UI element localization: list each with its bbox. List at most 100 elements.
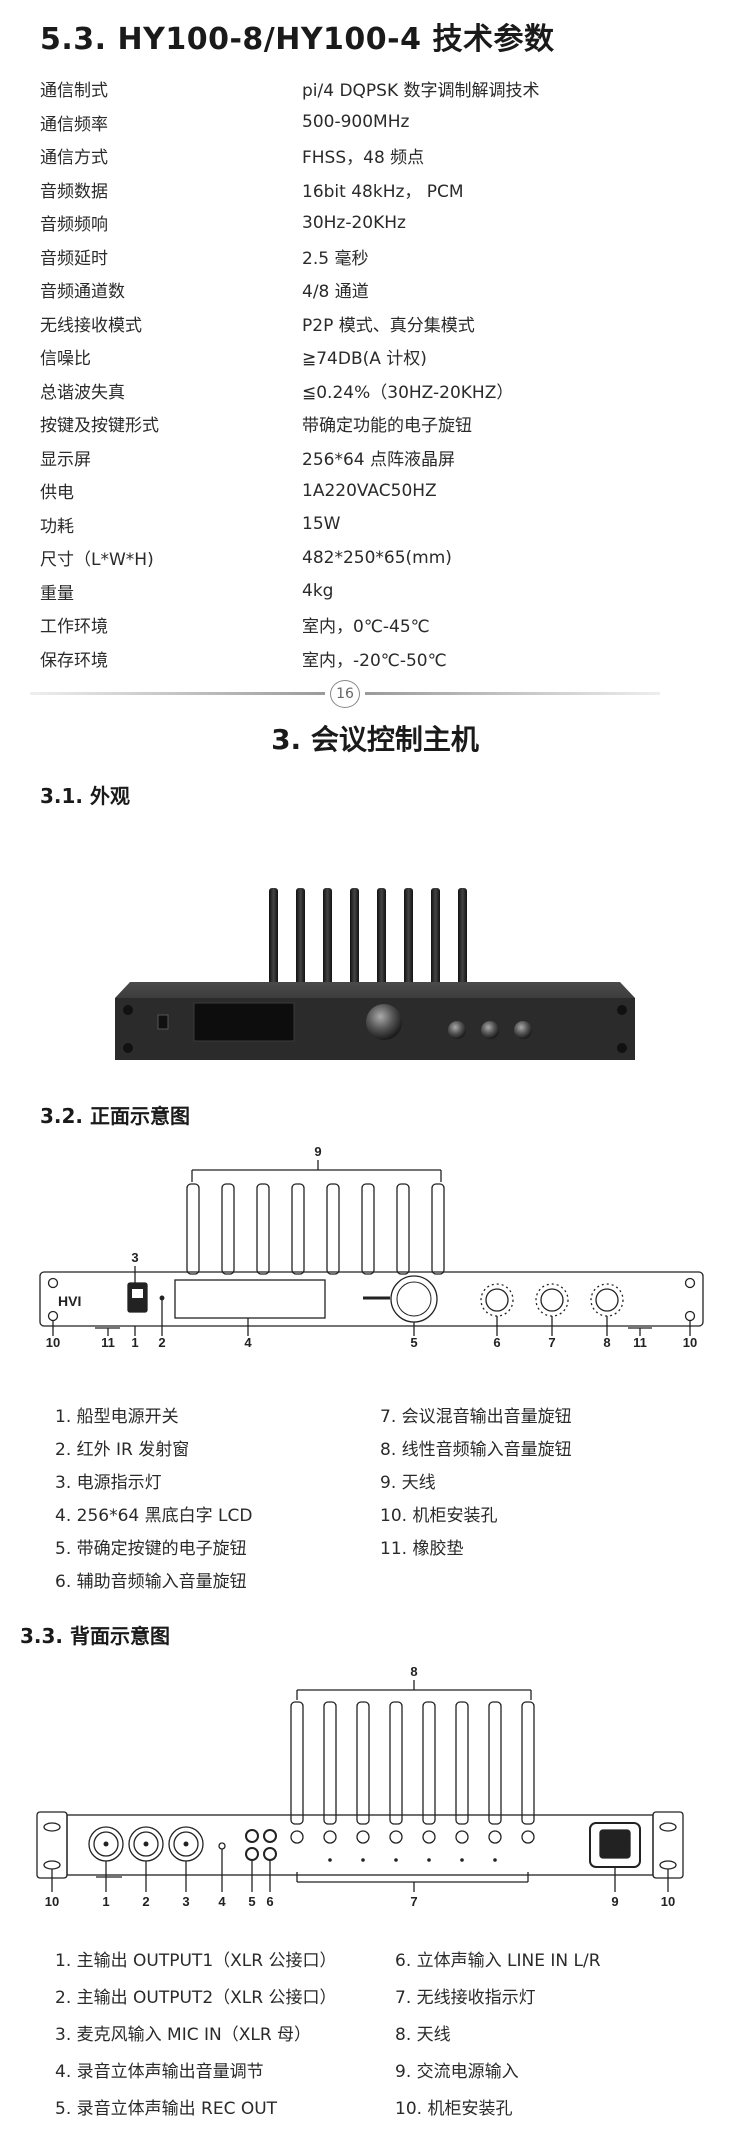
front-callout-6: 6 bbox=[493, 1335, 500, 1350]
spec-value: 15W bbox=[302, 514, 341, 535]
front-callout-11-right: 11 bbox=[633, 1335, 647, 1350]
back-legend-item-1: 1. 主输出 OUTPUT1（XLR 公接口） bbox=[55, 1951, 337, 1971]
spec-row: 通信制式 pi/4 DQPSK 数字调制解调技术 bbox=[40, 72, 700, 106]
spec-value: 4kg bbox=[302, 581, 334, 602]
spec-label: 音频频响 bbox=[40, 215, 108, 236]
spec-row: 音频频响 30Hz-20KHz bbox=[40, 206, 700, 240]
back-legend-item-7: 7. 无线接收指示灯 bbox=[395, 1988, 536, 2008]
back-callout-5: 5 bbox=[248, 1894, 255, 1909]
spec-value: 500-900MHz bbox=[302, 112, 410, 133]
spec-value: 2.5 毫秒 bbox=[302, 248, 369, 269]
back-callout-3: 3 bbox=[182, 1894, 189, 1909]
front-legend: 1. 船型电源开关 2. 红外 IR 发射窗 3. 电源指示灯 4. 256*6… bbox=[55, 1402, 715, 1602]
spec-label: 音频数据 bbox=[40, 181, 108, 202]
spec-label: 重量 bbox=[40, 583, 74, 604]
spec-value: 256*64 点阵液晶屏 bbox=[302, 449, 455, 470]
back-callout-8: 8 bbox=[410, 1664, 417, 1679]
back-callout-9: 9 bbox=[611, 1894, 618, 1909]
front-legend-item-7: 7. 会议混音输出音量旋钮 bbox=[380, 1407, 572, 1427]
front-callout-5: 5 bbox=[410, 1335, 417, 1350]
back-legend-item-5: 5. 录音立体声输出 REC OUT bbox=[55, 2099, 278, 2119]
spec-label: 音频延时 bbox=[40, 248, 108, 269]
front-legend-item-1: 1. 船型电源开关 bbox=[55, 1407, 179, 1427]
section-back-title: 3.3. 背面示意图 bbox=[20, 1624, 170, 1648]
spec-row: 功耗 15W bbox=[40, 508, 700, 542]
front-legend-item-4: 4. 256*64 黑底白字 LCD bbox=[55, 1506, 253, 1526]
spec-row: 无线接收模式 P2P 模式、真分集模式 bbox=[40, 307, 700, 341]
back-callout-7: 7 bbox=[410, 1894, 417, 1909]
spec-value: 4/8 通道 bbox=[302, 282, 369, 303]
front-callout-1: 1 bbox=[131, 1335, 138, 1350]
back-legend-item-4: 4. 录音立体声输出音量调节 bbox=[55, 2062, 264, 2082]
back-diagram: 1 2 3 4 5 6 7 8 9 10 10 bbox=[36, 1664, 684, 1909]
spec-value: P2P 模式、真分集模式 bbox=[302, 315, 475, 336]
spec-label: 按键及按键形式 bbox=[40, 416, 159, 437]
spec-value: 30Hz-20KHz bbox=[302, 212, 406, 233]
spec-value: pi/4 DQPSK 数字调制解调技术 bbox=[302, 81, 540, 102]
spec-row: 总谐波失真 ≦0.24%（30HZ-20KHZ） bbox=[40, 374, 700, 408]
spec-value: FHSS，48 频点 bbox=[302, 148, 425, 169]
spec-label: 供电 bbox=[40, 483, 74, 504]
front-legend-item-5: 5. 带确定按键的电子旋钮 bbox=[55, 1539, 247, 1559]
back-legend: 1. 主输出 OUTPUT1（XLR 公接口） 2. 主输出 OUTPUT2（X… bbox=[55, 1946, 715, 2126]
spec-row: 音频通道数 4/8 通道 bbox=[40, 273, 700, 307]
back-callout-10-right: 10 bbox=[661, 1894, 675, 1909]
back-callout-10-left: 10 bbox=[45, 1894, 59, 1909]
front-callout-7: 7 bbox=[548, 1335, 555, 1350]
front-callout-10-right: 10 bbox=[683, 1335, 697, 1350]
front-legend-item-8: 8. 线性音频输入音量旋钮 bbox=[380, 1440, 572, 1460]
spec-label: 信噪比 bbox=[40, 349, 91, 370]
front-legend-item-11: 11. 橡胶垫 bbox=[380, 1539, 464, 1559]
spec-row: 音频延时 2.5 毫秒 bbox=[40, 240, 700, 274]
back-legend-item-2: 2. 主输出 OUTPUT2（XLR 公接口） bbox=[55, 1988, 337, 2008]
spec-label: 显示屏 bbox=[40, 449, 91, 470]
back-legend-item-9: 9. 交流电源输入 bbox=[395, 2062, 519, 2082]
spec-label: 保存环境 bbox=[40, 650, 108, 671]
section-front-title: 3.2. 正面示意图 bbox=[40, 1104, 190, 1128]
spec-label: 工作环境 bbox=[40, 617, 108, 638]
spec-value: 带确定功能的电子旋钮 bbox=[302, 416, 472, 437]
spec-section-title: 5.3. HY100-8/HY100-4 技术参数 bbox=[40, 22, 555, 57]
front-callout-9: 9 bbox=[314, 1144, 321, 1159]
back-callout-6: 6 bbox=[266, 1894, 273, 1909]
section-appearance-title: 3.1. 外观 bbox=[40, 784, 130, 808]
device-photo bbox=[115, 888, 635, 1060]
spec-value: ≦0.24%（30HZ-20KHZ） bbox=[302, 382, 514, 403]
chapter-title: 3. 会议控制主机 bbox=[271, 723, 479, 756]
spec-value: 室内，-20℃-50℃ bbox=[302, 650, 447, 671]
front-callout-3: 3 bbox=[131, 1250, 138, 1265]
back-callout-4: 4 bbox=[218, 1894, 226, 1909]
spec-row: 尺寸（L*W*H)482*250*65(mm) bbox=[40, 541, 700, 575]
spec-row: 工作环境室内，0℃-45℃ bbox=[40, 608, 700, 642]
divider-line-right bbox=[365, 692, 660, 695]
front-callout-11-left: 11 bbox=[101, 1335, 115, 1350]
spec-label: 总谐波失真 bbox=[40, 382, 125, 403]
back-callout-2: 2 bbox=[142, 1894, 149, 1909]
front-legend-item-9: 9. 天线 bbox=[380, 1473, 436, 1493]
spec-label: 通信制式 bbox=[40, 81, 108, 102]
spec-label: 功耗 bbox=[40, 516, 74, 537]
back-legend-item-3: 3. 麦克风输入 MIC IN（XLR 母） bbox=[55, 2025, 312, 2045]
spec-row: 信噪比≧74DB(A 计权) bbox=[40, 340, 700, 374]
spec-row: 重量 4kg bbox=[40, 575, 700, 609]
spec-label: 无线接收模式 bbox=[40, 315, 142, 336]
back-legend-item-8: 8. 天线 bbox=[395, 2025, 451, 2045]
front-legend-item-3: 3. 电源指示灯 bbox=[55, 1473, 162, 1493]
antenna-group bbox=[269, 888, 467, 988]
front-diagram: HVI 1 2 3 4 5 6 7 8 9 10 10 11 11 bbox=[39, 1144, 704, 1350]
spec-label: 通信方式 bbox=[40, 148, 108, 169]
spec-row: 保存环境 室内，-20℃-50℃ bbox=[40, 642, 700, 676]
front-legend-item-6: 6. 辅助音频输入音量旋钮 bbox=[55, 1572, 247, 1592]
back-legend-item-10: 10. 机柜安装孔 bbox=[395, 2099, 513, 2119]
spec-label: 音频通道数 bbox=[40, 282, 125, 303]
front-legend-item-10: 10. 机柜安装孔 bbox=[380, 1506, 498, 1526]
spec-row: 显示屏 256*64 点阵液晶屏 bbox=[40, 441, 700, 475]
device-logo: HVI bbox=[58, 1293, 81, 1309]
front-callout-2: 2 bbox=[158, 1335, 165, 1350]
front-legend-item-2: 2. 红外 IR 发射窗 bbox=[55, 1440, 190, 1460]
